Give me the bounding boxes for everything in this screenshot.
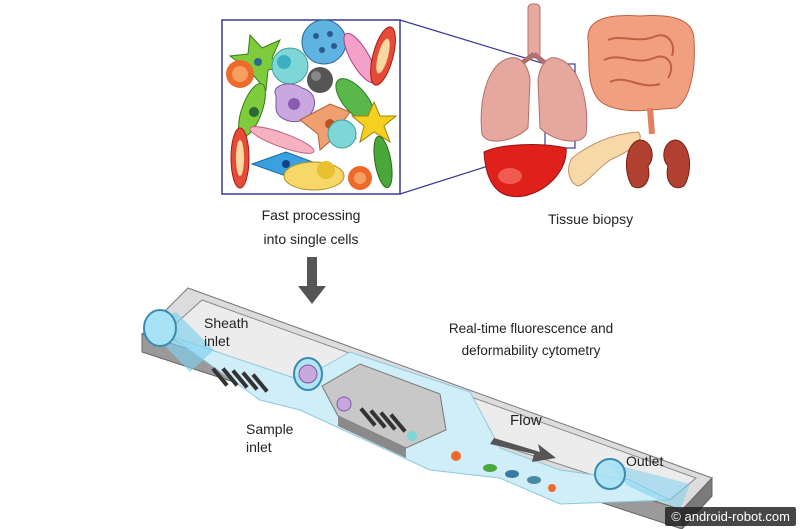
sample-inlet-label-line1: Sample bbox=[246, 421, 294, 437]
watermark: © android-robot.com bbox=[665, 507, 796, 526]
sheath-inlet-tube bbox=[143, 309, 214, 372]
cell-teal bbox=[271, 47, 309, 85]
sheath-inlet-label: Sheath inlet bbox=[204, 314, 248, 350]
down-arrow-icon bbox=[298, 257, 326, 304]
tissue-biopsy-label: Tissue biopsy bbox=[548, 211, 634, 227]
outlet-label: Outlet bbox=[626, 453, 664, 469]
sample-inlet-tube bbox=[293, 357, 323, 391]
cell-yellow-granular bbox=[283, 161, 345, 191]
kidney-left bbox=[625, 139, 653, 189]
cells-in-channel bbox=[336, 396, 556, 492]
filter-pillars-center bbox=[359, 407, 407, 433]
sheath-inlet-label-line2: inlet bbox=[204, 333, 230, 349]
pancreas bbox=[568, 131, 641, 187]
intestines bbox=[587, 15, 695, 112]
lung-right bbox=[537, 57, 588, 142]
kidney-right bbox=[663, 139, 691, 189]
cell-blue-spotted bbox=[301, 19, 347, 65]
filter-pillars-left bbox=[211, 367, 269, 393]
processing-label-line1: Fast processing bbox=[261, 207, 361, 223]
lung-left bbox=[480, 57, 531, 142]
flow-arrow-icon bbox=[490, 438, 556, 462]
cell-teal-big bbox=[327, 119, 357, 149]
cytometry-label-line2: deformability cytometry bbox=[461, 343, 601, 358]
cytometry-label: Real-time fluorescence and deformability… bbox=[426, 320, 636, 360]
cell-green-dark bbox=[373, 135, 393, 189]
sample-inlet-label: Sample inlet bbox=[246, 420, 293, 456]
processing-label: Fast processing into single cells bbox=[236, 206, 386, 248]
cell-collage bbox=[221, 19, 401, 195]
sheath-inlet-label-line1: Sheath bbox=[204, 315, 249, 331]
outlet-tube bbox=[594, 458, 690, 510]
flow-label: Flow bbox=[510, 412, 542, 429]
cytometry-label-line1: Real-time fluorescence and bbox=[448, 321, 614, 336]
microfluidic-chip bbox=[141, 287, 713, 529]
sample-inlet-label-line2: inlet bbox=[246, 439, 272, 455]
liver bbox=[483, 144, 567, 198]
cell-pink-long bbox=[249, 126, 315, 154]
organs bbox=[480, 3, 695, 198]
processing-label-line2: into single cells bbox=[263, 231, 359, 247]
cell-grey-sphere bbox=[307, 67, 333, 93]
cell-yellow-star bbox=[350, 100, 398, 144]
